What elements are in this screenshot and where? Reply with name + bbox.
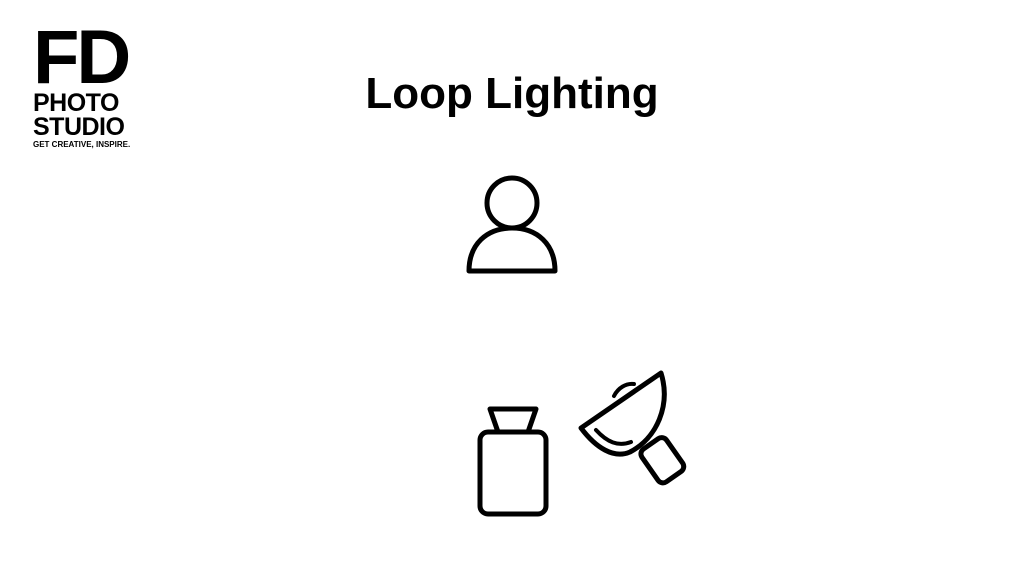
camera-icon	[474, 402, 552, 522]
logo-studio-text: STUDIO	[33, 113, 125, 141]
slide-title: Loop Lighting	[365, 69, 659, 118]
logo-photo-text: PHOTO	[33, 89, 119, 117]
logo-tagline: GET CREATIVE, INSPIRE.	[33, 140, 131, 149]
person-icon	[462, 172, 562, 278]
logo-fd-text: FD	[33, 15, 131, 100]
softbox-light-icon	[574, 368, 696, 490]
studio-logo: FD PHOTO STUDIO GET CREATIVE, INSPIRE.	[33, 15, 148, 150]
